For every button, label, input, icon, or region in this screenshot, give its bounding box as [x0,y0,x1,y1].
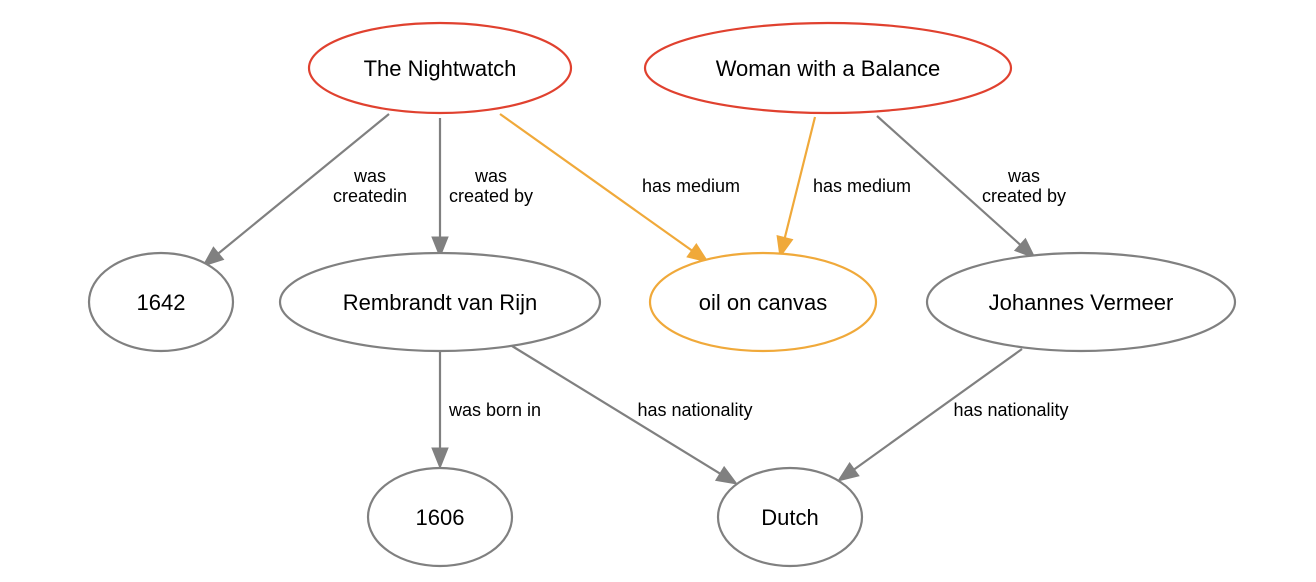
edge-label: has nationality [637,400,752,420]
edge-rembrandt-dutch: has nationality [511,345,753,485]
node-year-1642[interactable]: 1642 [87,251,235,353]
edge-vermeer-dutch: has nationality [836,348,1069,482]
node-label: Dutch [761,505,818,530]
edge-label: was [474,166,507,186]
edge-line-vermeer-dutch [853,348,1023,471]
edge-label: has medium [642,176,740,196]
node-year-1606[interactable]: 1606 [366,466,514,568]
arrowhead-icon [431,236,449,259]
node-ellipse[interactable] [87,251,235,353]
edge-label: has nationality [953,400,1068,420]
node-ellipse[interactable] [278,251,602,353]
node-label: oil on canvas [699,290,827,315]
edge-label: created by [449,186,533,206]
node-dutch[interactable]: Dutch [716,466,864,568]
arrowhead-icon [686,242,710,263]
node-vermeer[interactable]: Johannes Vermeer [925,251,1237,353]
arrowhead-icon [714,465,739,485]
arrowhead-icon [201,246,225,267]
arrowhead-icon [836,461,860,482]
nodes: The Nightwatch Woman with a Balance 1642 Re… [87,21,1237,568]
node-label: Woman with a Balance [716,56,941,81]
node-ellipse[interactable] [643,21,1013,115]
node-ellipse[interactable] [716,466,864,568]
edge-line-rembrandt-dutch [511,345,721,475]
arrowhead-icon [776,234,794,259]
node-oil-canvas[interactable]: oil on canvas [648,251,878,353]
node-label: Johannes Vermeer [989,290,1174,315]
edge-line-woman-oil [783,116,817,238]
node-label: Rembrandt van Rijn [343,290,537,315]
node-rembrandt[interactable]: Rembrandt van Rijn [278,251,602,353]
edge-label: was born in [448,400,541,420]
edge-line-nightwatch-oil [499,113,693,252]
edge-label: created by [982,186,1066,206]
edge-line-woman-vermeer [876,115,1021,246]
edge-nightwatch-oil: has medium [499,113,740,263]
edge-line-nightwatch-1642 [217,113,390,255]
node-label: The Nightwatch [364,56,517,81]
node-ellipse[interactable] [307,21,573,115]
edge-label: has medium [813,176,911,196]
node-ellipse[interactable] [925,251,1237,353]
arrowhead-icon [431,447,449,470]
arrowhead-icon [1013,237,1037,259]
node-label: 1642 [137,290,186,315]
node-ellipse[interactable] [366,466,514,568]
node-woman-balance[interactable]: Woman with a Balance [643,21,1013,115]
edge-woman-oil: has medium [776,116,911,259]
node-ellipse[interactable] [648,251,878,353]
node-nightwatch[interactable]: The Nightwatch [307,21,573,115]
edge-label: createdin [333,186,407,206]
edge-label: was [353,166,386,186]
edge-rembrandt-1606: was born in [431,351,541,470]
node-label: 1606 [416,505,465,530]
edge-label: was [1007,166,1040,186]
